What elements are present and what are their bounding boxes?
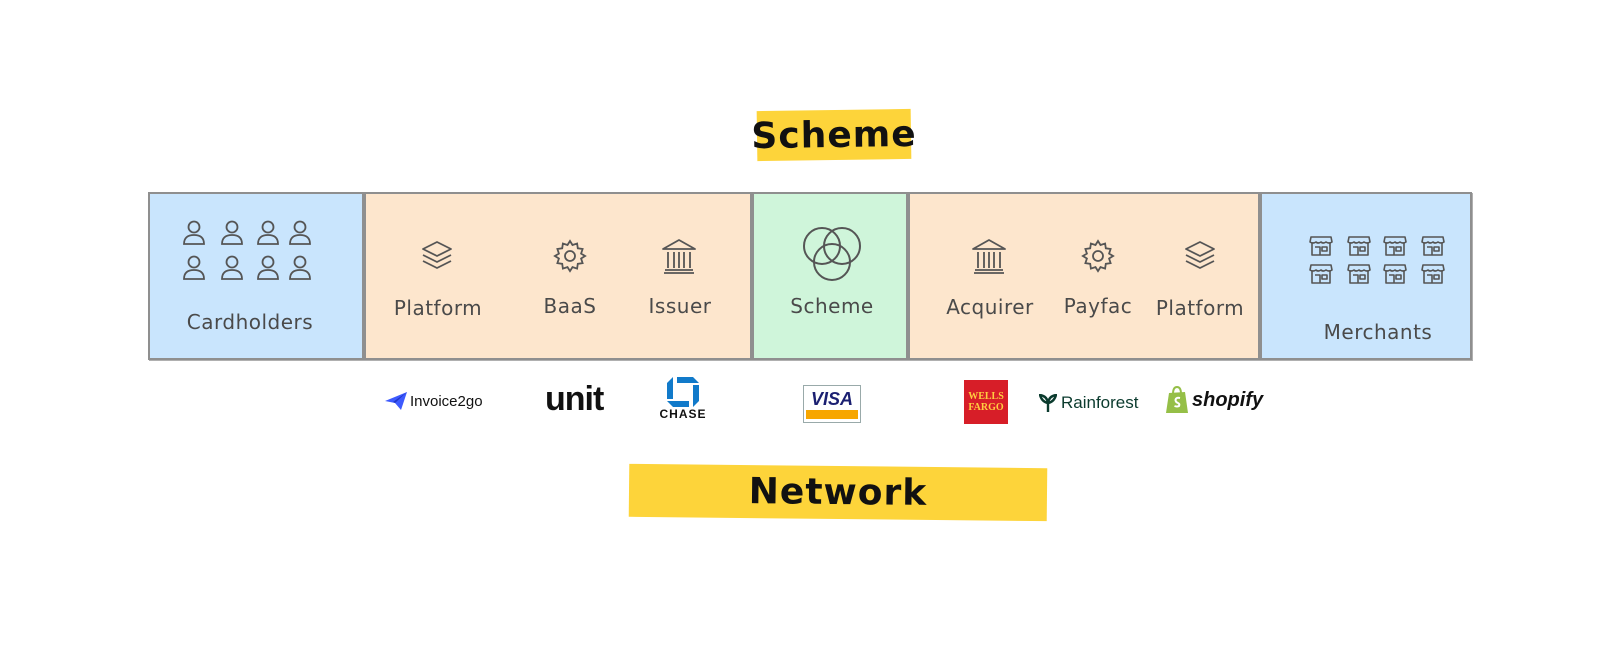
person-icon bbox=[289, 220, 311, 245]
rainforest-text: Rainforest bbox=[1061, 393, 1139, 412]
leaf-icon bbox=[1039, 394, 1057, 412]
chase-logo: CHASE bbox=[655, 377, 711, 421]
wells-fargo-line1: WELLS bbox=[968, 391, 1004, 402]
chase-text: CHASE bbox=[659, 407, 707, 421]
wells-fargo-logo: WELLS FARGO bbox=[964, 380, 1008, 424]
network-banner: Network bbox=[628, 463, 1048, 522]
invoice2go-logo: Invoice2go bbox=[385, 391, 483, 411]
issuing-side-box: Platform BaaS Issuer bbox=[364, 192, 752, 360]
issuer-label: Issuer bbox=[648, 294, 712, 318]
wells-fargo-line2: FARGO bbox=[968, 402, 1004, 413]
store-icon bbox=[1383, 264, 1407, 284]
visa-text: VISA bbox=[810, 389, 853, 409]
visa-logo: VISA bbox=[803, 385, 861, 423]
acquirer-label: Acquirer bbox=[946, 295, 1034, 319]
acquiring-side-box: Acquirer Payfac Platform bbox=[908, 192, 1260, 360]
chase-octagon-icon bbox=[667, 377, 699, 407]
layers-icon bbox=[1185, 241, 1215, 269]
payfac-label: Payfac bbox=[1063, 294, 1133, 318]
rainforest-logo: Rainforest bbox=[1039, 392, 1138, 414]
merchants-icon-group bbox=[1309, 236, 1445, 284]
unit-logo: unit bbox=[545, 379, 604, 418]
gear-icon bbox=[1081, 239, 1115, 273]
shopify-logo: shopify bbox=[1165, 386, 1263, 414]
person-icon bbox=[221, 220, 243, 245]
store-icon bbox=[1383, 236, 1407, 256]
venn-icon bbox=[803, 227, 861, 281]
store-icon bbox=[1347, 264, 1371, 284]
person-icon bbox=[183, 220, 205, 245]
scheme-label: Scheme bbox=[790, 294, 874, 318]
person-icon bbox=[257, 255, 279, 280]
baas-label: BaaS bbox=[543, 294, 597, 318]
paper-plane-icon bbox=[385, 392, 407, 410]
store-icon bbox=[1421, 264, 1445, 284]
bank-icon bbox=[662, 239, 696, 274]
cardholders-box: Cardholders bbox=[148, 192, 364, 360]
store-icon bbox=[1309, 236, 1333, 256]
person-icon bbox=[257, 220, 279, 245]
invoice2go-text: Invoice2go bbox=[410, 392, 483, 410]
store-icon bbox=[1421, 236, 1445, 256]
scheme-banner: Scheme bbox=[751, 108, 917, 162]
store-icon bbox=[1347, 236, 1371, 256]
scheme-box: Scheme bbox=[752, 192, 908, 360]
merchants-label: Merchants bbox=[1323, 320, 1433, 344]
merchants-box: Merchants bbox=[1260, 192, 1472, 360]
platform-label: Platform bbox=[1155, 296, 1245, 320]
unit-text: unit bbox=[545, 379, 604, 418]
shopping-bag-icon bbox=[1166, 386, 1188, 413]
layers-icon bbox=[422, 241, 452, 269]
platform-label: Platform bbox=[393, 296, 483, 320]
person-icon bbox=[221, 255, 243, 280]
person-icon bbox=[183, 255, 205, 280]
cardholders-icon-group bbox=[183, 220, 311, 280]
visa-gold-stripe bbox=[806, 409, 858, 419]
store-icon bbox=[1309, 264, 1333, 284]
bank-icon bbox=[972, 239, 1006, 274]
person-icon bbox=[289, 255, 311, 280]
shopify-text: shopify bbox=[1192, 388, 1264, 411]
cardholders-label: Cardholders bbox=[186, 310, 314, 334]
gear-icon bbox=[553, 239, 587, 273]
